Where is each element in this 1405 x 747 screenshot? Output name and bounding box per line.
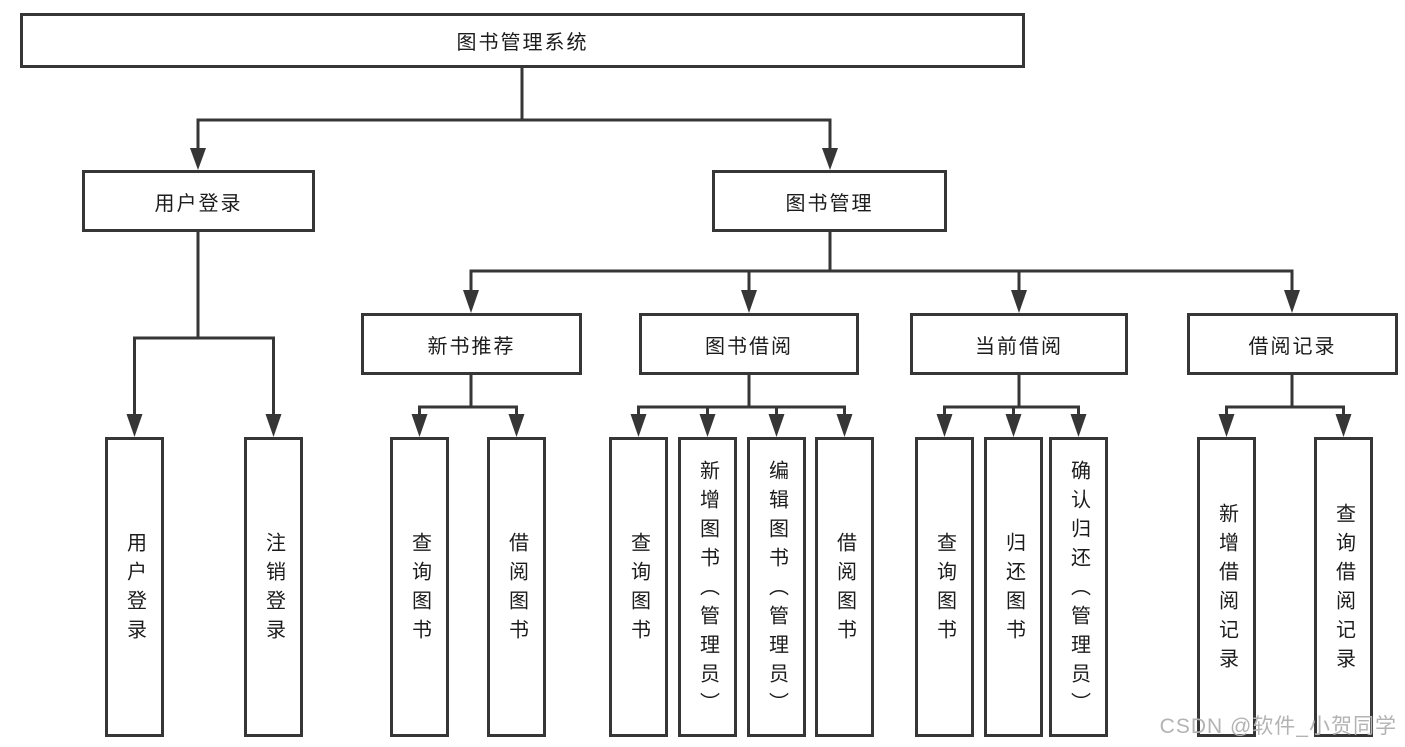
- leaf-query-books-recommend: 查询图书: [390, 437, 449, 737]
- node-user-login: 用户登录: [82, 170, 315, 232]
- leaf-edit-book-admin: 编辑图书（管理员）: [747, 437, 806, 737]
- leaf-return-book: 归还图书: [984, 437, 1043, 737]
- leaf-add-borrow-record: 新增借阅记录: [1197, 437, 1256, 737]
- node-borrow-records: 借阅记录: [1187, 313, 1398, 375]
- leaf-query-books-current: 查询图书: [915, 437, 974, 737]
- watermark: CSDN @软件_小贺同学: [1159, 715, 1397, 738]
- leaf-confirm-return-admin: 确认归还（管理员）: [1049, 437, 1108, 737]
- node-book-borrow: 图书借阅: [639, 313, 859, 375]
- leaf-query-books-borrow: 查询图书: [609, 437, 668, 737]
- leaf-logout: 注销登录: [244, 437, 303, 737]
- node-book-management: 图书管理: [712, 170, 947, 232]
- leaf-user-login: 用户登录: [105, 437, 164, 737]
- leaf-query-borrow-record: 查询借阅记录: [1314, 437, 1373, 737]
- node-current-borrow: 当前借阅: [910, 313, 1128, 375]
- node-library-system: 图书管理系统: [20, 13, 1025, 68]
- leaf-borrow-books-recommend: 借阅图书: [487, 437, 546, 737]
- leaf-borrow-books-borrow: 借阅图书: [815, 437, 874, 737]
- leaf-add-book-admin: 新增图书（管理员）: [678, 437, 737, 737]
- node-new-book-recommend: 新书推荐: [361, 313, 582, 375]
